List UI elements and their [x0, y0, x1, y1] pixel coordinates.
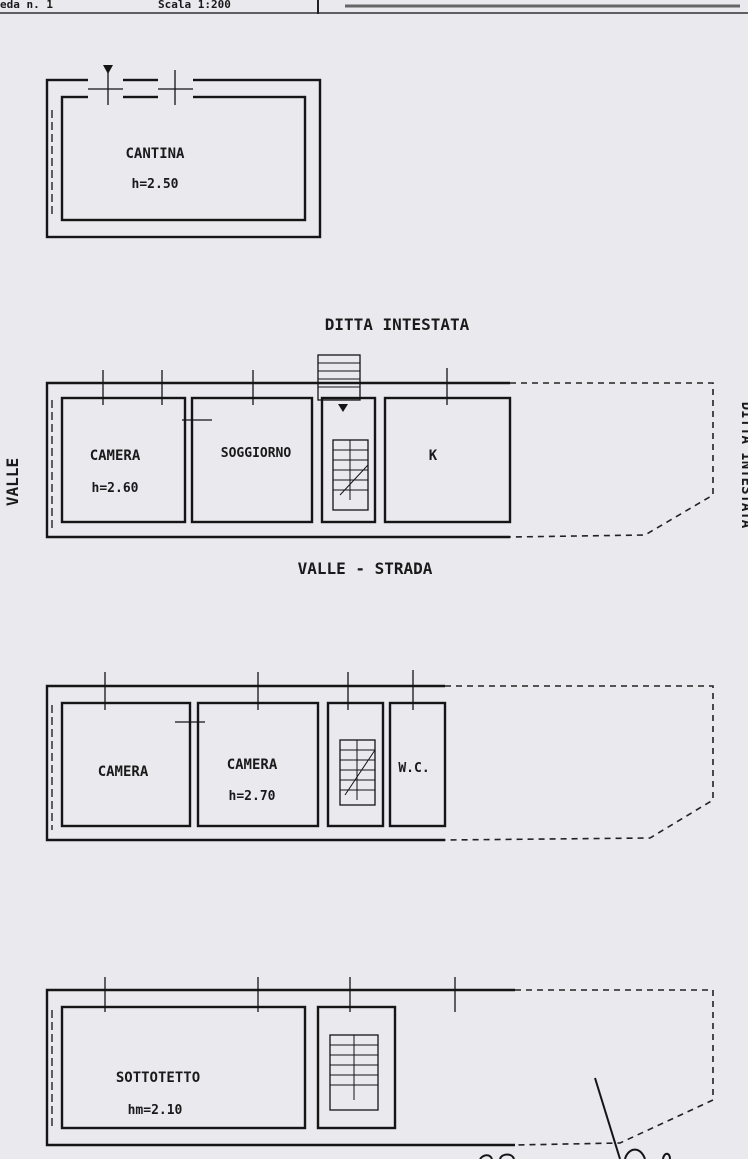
sheet-number: eda n. 1	[0, 0, 53, 11]
side-label-bottom: VALLE - STRADA	[298, 559, 433, 578]
scale-label: Scala 1:200	[158, 0, 231, 11]
handwritten-annotation	[479, 1077, 671, 1159]
room-label: CAMERA	[227, 757, 278, 773]
room-label: SOTTOTETTO	[116, 1070, 200, 1086]
room-label: CAMERA	[98, 764, 149, 780]
side-label-right: DITTA INTESTATA	[738, 402, 748, 529]
room-label: CANTINA	[125, 146, 185, 162]
side-label-left: VALLE	[3, 458, 22, 506]
room-label: SOGGIORNO	[221, 446, 292, 461]
room-height: h=2.60	[92, 481, 139, 496]
room-label: W.C.	[398, 761, 429, 776]
side-label-top: DITTA INTESTATA	[325, 315, 470, 334]
floor-plan-ground: CAMERA h=2.60 SOGGIORNO K	[45, 354, 714, 539]
floor-plan-attic: SOTTOTETTO hm=2.10	[45, 977, 714, 1147]
room-height: h=2.50	[132, 177, 179, 192]
title-block: eda n. 1 Scala 1:200	[0, 0, 748, 14]
room-label: K	[429, 448, 438, 464]
room-height: h=2.70	[229, 789, 276, 804]
floor-plan-cantina: CANTINA h=2.50	[45, 65, 322, 239]
room-label: CAMERA	[90, 448, 141, 464]
floor-plan-first: CAMERA CAMERA h=2.70 W.C.	[45, 670, 714, 842]
room-height: hm=2.10	[128, 1103, 183, 1118]
